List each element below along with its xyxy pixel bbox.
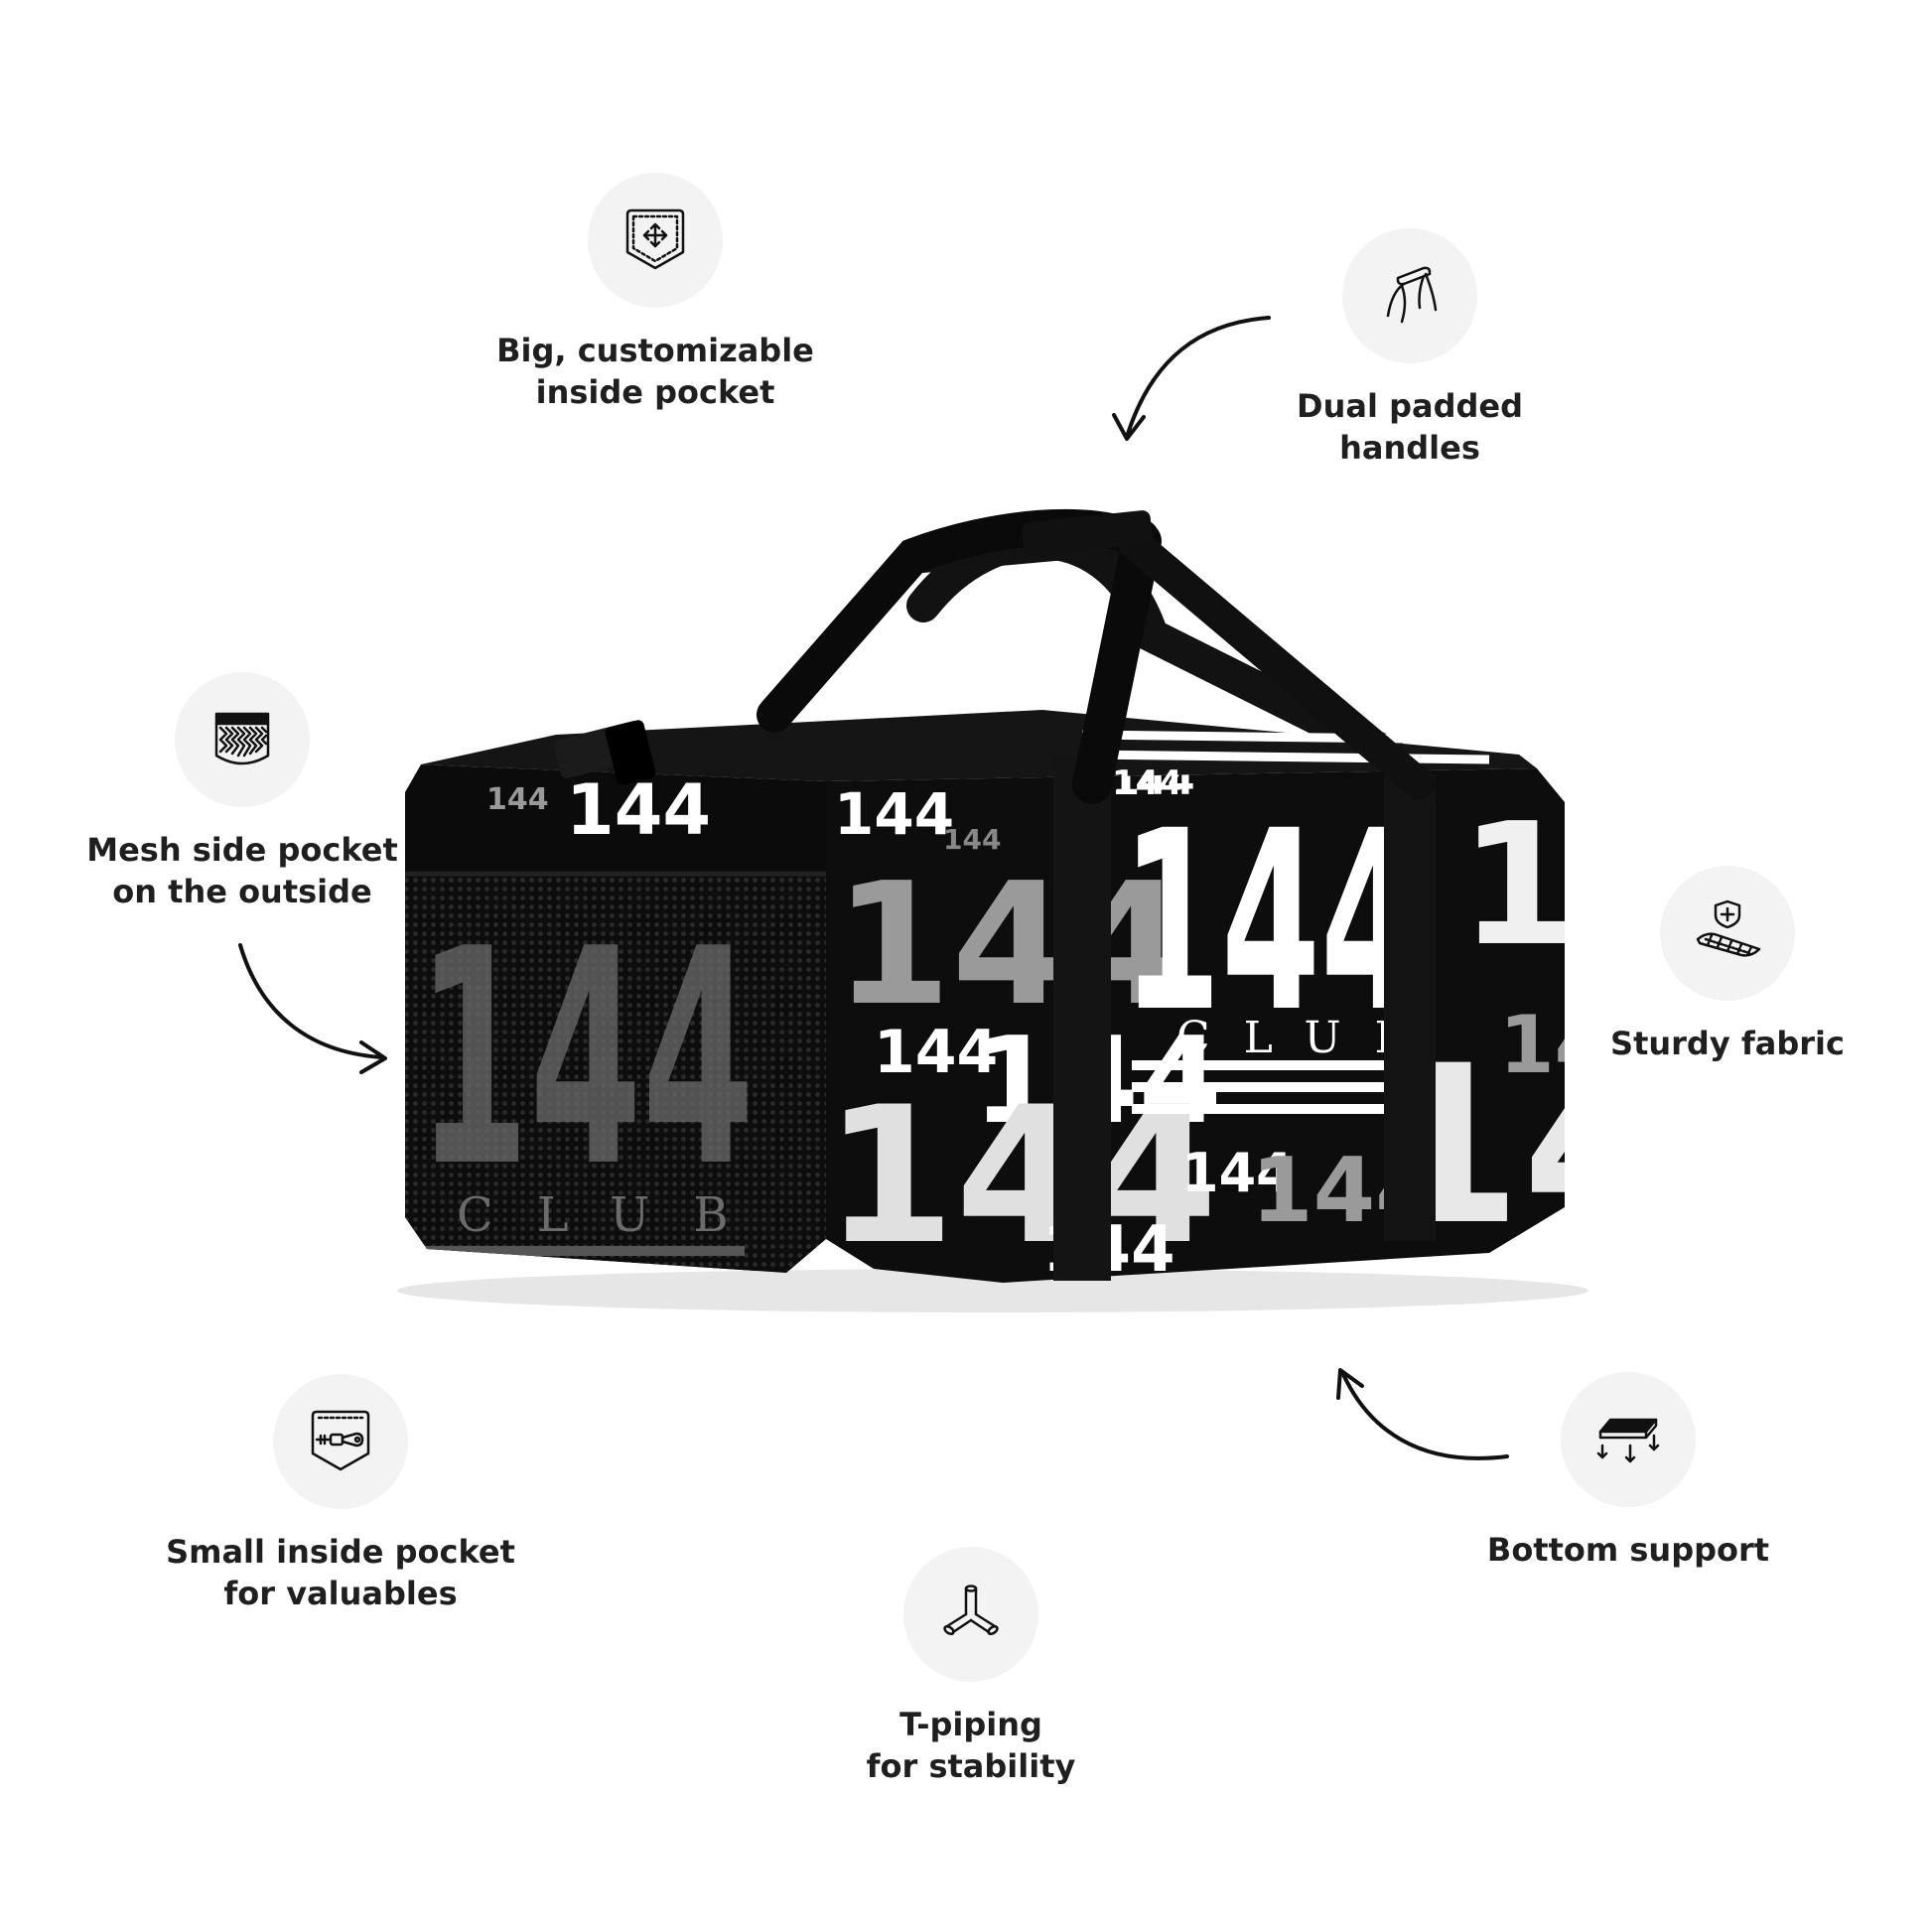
curved-arrow [1340,1370,1509,1460]
curved-arrow [1125,316,1271,439]
pocket-arrows-icon [625,208,685,270]
icon-circle [1660,866,1795,1001]
feature-t-piping: T-piping for stability [792,1547,1150,1787]
feature-bottom: Bottom support [1449,1372,1807,1571]
feature-label: T-piping for stability [866,1706,1076,1785]
feature-mesh-pocket: Mesh side pocket on the outside [54,672,431,912]
feature-small-pocket: Small inside pocket for valuables [152,1374,529,1614]
icon-circle [273,1374,408,1509]
icon-circle [903,1547,1038,1682]
zipper-pocket-icon [311,1410,370,1471]
feature-label: Small inside pocket for valuables [166,1533,515,1612]
icon-circle [588,173,723,308]
feature-label: Dual padded handles [1297,387,1523,467]
bottom-support-icon [1596,1418,1660,1463]
feature-label: Mesh side pocket on the outside [86,831,398,910]
curved-arrow [238,943,384,1059]
feature-inside-pocket: Big, customizable inside pocket [467,173,844,413]
icon-circle [175,672,310,807]
feature-label: Big, customizable inside pocket [496,332,814,411]
icon-circle [1342,228,1477,363]
feature-label: Bottom support [1486,1531,1770,1569]
feature-handles: Dual padded handles [1221,228,1598,469]
sturdy-fabric-icon [1696,899,1761,957]
feature-label: Sturdy fabric [1610,1025,1845,1062]
padded-handles-icon [1386,266,1438,324]
t-piping-icon [943,1585,999,1636]
mesh-pocket-icon [214,712,270,765]
icon-circle [1561,1372,1696,1507]
feature-fabric: Sturdy fabric [1549,866,1906,1064]
